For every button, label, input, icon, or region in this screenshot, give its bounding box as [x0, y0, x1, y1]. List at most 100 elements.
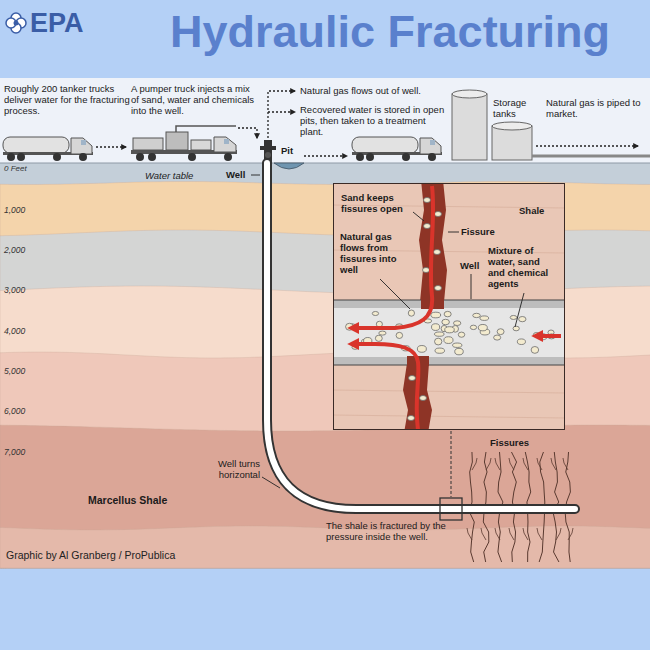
inset-illustration — [531, 347, 539, 354]
inset-illustration — [334, 308, 564, 357]
layer-name: Marcellus Shale — [88, 494, 167, 506]
pumper-truck — [188, 153, 196, 161]
pumper-truck — [166, 132, 188, 150]
inset-illustration — [431, 324, 439, 331]
fissure-lines — [551, 458, 556, 470]
inset-illustration — [417, 346, 426, 353]
fissure-lines — [537, 458, 542, 470]
storage-tank — [492, 122, 532, 130]
leader-line — [251, 175, 260, 176]
inset-illustration — [445, 327, 455, 333]
inset-illustration — [455, 348, 464, 354]
tanker-truck — [17, 153, 25, 161]
leader-line — [251, 175, 524, 488]
depth-label: 0 Feet — [4, 164, 27, 174]
inset-illustration — [442, 319, 450, 325]
fissure-lines — [568, 528, 573, 540]
tanker-truck — [428, 153, 436, 161]
inset-illustration — [408, 416, 415, 421]
fissure-lines — [523, 528, 528, 540]
epa-symbol — [6, 13, 26, 33]
inset-label: Well — [460, 260, 479, 271]
fissure-lines — [563, 458, 568, 470]
inset-illustration — [444, 337, 453, 344]
inset-illustration — [497, 329, 504, 335]
depth-label: 2,000 — [4, 245, 25, 255]
flow-arrow — [268, 91, 295, 138]
tanker-truck — [430, 140, 435, 145]
tanker-truck — [3, 137, 69, 153]
flow-arrow — [536, 145, 638, 146]
inset-label: Fissure — [461, 226, 495, 237]
fissure-lines — [495, 458, 500, 470]
callout-note: Well turns horizontal — [196, 458, 260, 480]
leader-line — [413, 212, 424, 221]
leader-line — [448, 232, 459, 233]
sky — [0, 78, 650, 164]
tanker-truck — [352, 137, 442, 161]
epa-symbol — [14, 21, 19, 26]
fissure-lines — [509, 458, 514, 470]
storage-tank — [452, 90, 487, 98]
detail-marker — [440, 431, 462, 520]
pumper-truck — [148, 153, 156, 161]
rock-layer — [0, 163, 650, 568]
inset-illustration — [453, 343, 462, 347]
pumper-truck — [224, 153, 232, 161]
part-name: Well — [226, 169, 245, 180]
inset-label: Sand keeps fissures open — [341, 192, 417, 214]
detail-marker — [440, 498, 462, 520]
inset-illustration — [519, 317, 526, 322]
tanker-truck — [420, 138, 441, 154]
storage-tank — [452, 94, 487, 160]
pumper-truck — [224, 139, 229, 144]
inset-illustration — [478, 324, 487, 330]
inset-illustration — [334, 184, 564, 429]
inset-illustration — [435, 286, 442, 291]
inset-illustration — [470, 325, 476, 329]
well-pipe — [267, 163, 575, 509]
storage-tank — [492, 126, 532, 160]
inset-label: Shale — [519, 205, 544, 216]
inset-illustration — [423, 268, 430, 273]
depth-label: 5,000 — [4, 366, 25, 376]
tanker-truck — [79, 153, 87, 161]
pumper-truck — [136, 153, 144, 161]
depth-label: 4,000 — [4, 326, 25, 336]
fissure-lines — [467, 528, 472, 540]
inset-illustration — [431, 312, 441, 318]
inset-illustration — [473, 313, 481, 317]
rock-layer — [0, 425, 650, 568]
inset-illustration — [409, 376, 416, 381]
flow-arrow — [96, 146, 126, 147]
tanker-truck — [71, 138, 92, 154]
inset-illustration — [444, 311, 451, 316]
ground-line — [0, 163, 650, 164]
flow-arrow — [268, 111, 295, 112]
pumper-truck — [133, 138, 163, 150]
pumper-truck — [191, 140, 211, 150]
inset-illustration — [375, 335, 382, 341]
pumper-truck — [131, 126, 237, 161]
credit-caption: Graphic by Al Granberg / ProPublica — [6, 549, 175, 561]
fissure-lines — [486, 458, 491, 470]
callout-note: The shale is fractured by the pressure i… — [326, 520, 454, 542]
leader-line — [515, 293, 524, 327]
part-name: Fissures — [490, 437, 529, 448]
fissure-lines — [556, 528, 561, 540]
step-note: Recovered water is stored in open pits, … — [300, 104, 450, 137]
depth-label: 7,000 — [4, 447, 25, 457]
flow-arrow — [238, 128, 257, 138]
tanker-truck — [7, 153, 15, 161]
fissure-lines — [509, 528, 514, 540]
part-name: Pit — [281, 145, 293, 156]
inset-illustration — [434, 332, 444, 336]
pumper-truck — [214, 137, 236, 152]
inset-illustration — [435, 212, 442, 217]
well-pipe — [267, 163, 575, 509]
leader-line — [262, 477, 280, 488]
flow-arrow — [304, 155, 347, 156]
depth-label: 3,000 — [4, 285, 25, 295]
tanker-truck — [3, 137, 93, 161]
inset-box: Sand keeps fissures openShaleFissureNatu… — [333, 183, 565, 430]
